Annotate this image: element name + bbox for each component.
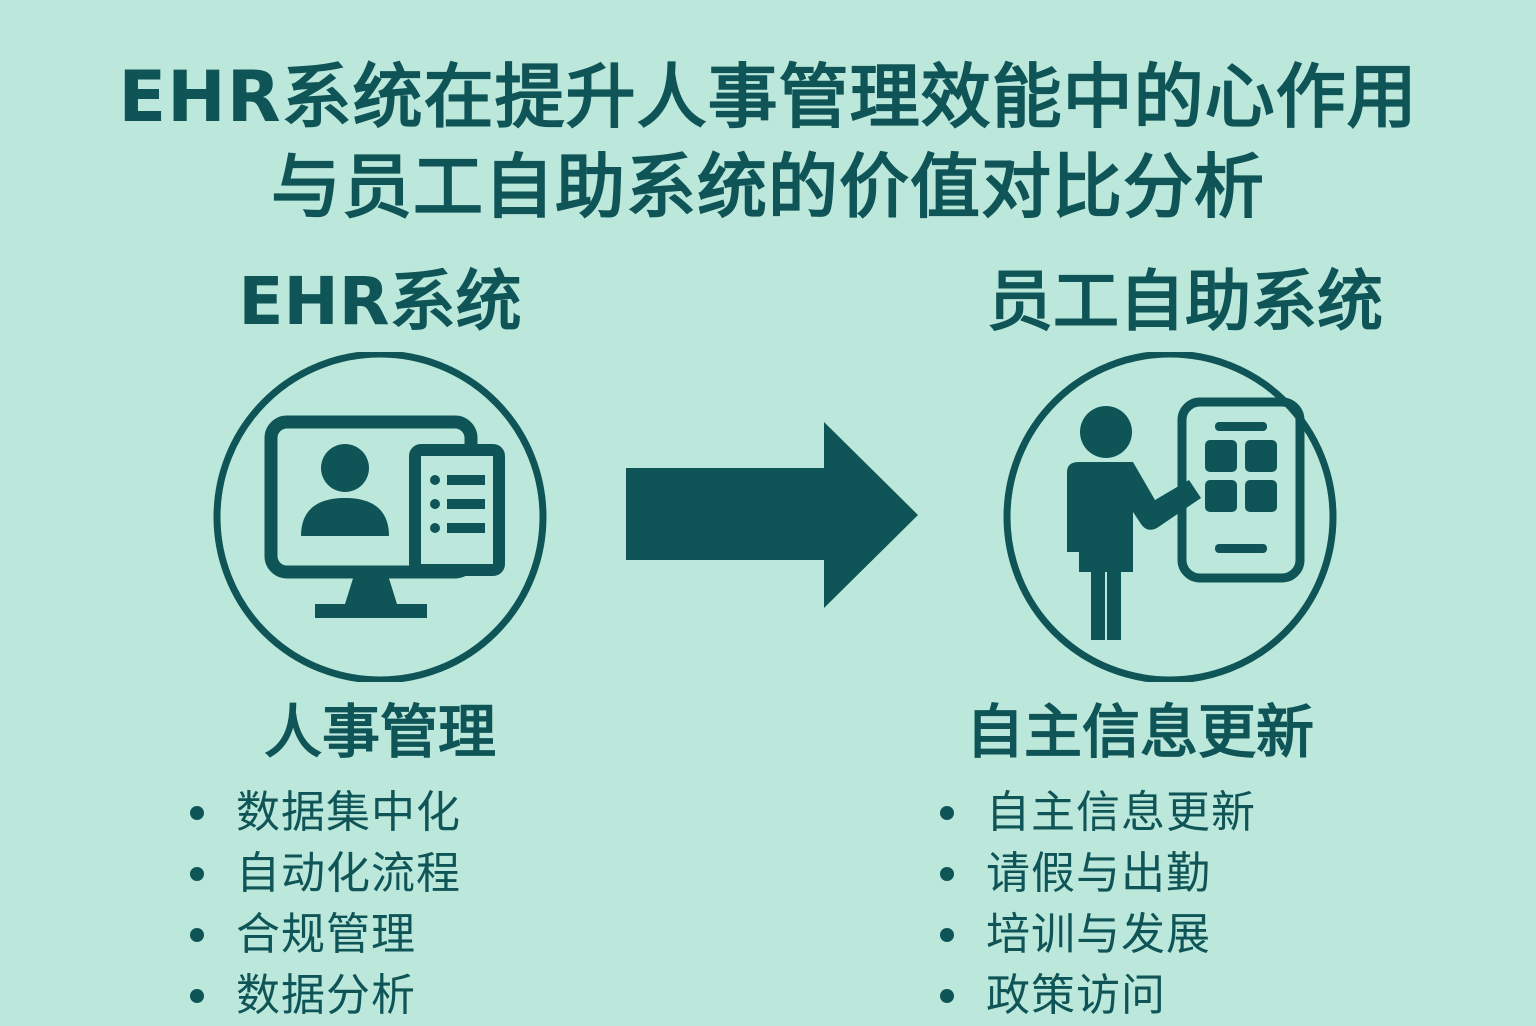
- person-icon: [1067, 406, 1201, 640]
- list-item: 请假与出勤: [940, 843, 1256, 904]
- bullet-dot: [940, 806, 954, 820]
- list-item-label: 合规管理: [236, 909, 416, 960]
- bullet-dot: [190, 928, 204, 942]
- list-item: 合规管理: [190, 904, 461, 965]
- list-item: 自动化流程: [190, 843, 461, 904]
- self-service-update-subheading: 自主信息更新: [965, 698, 1314, 766]
- list-item-label: 政策访问: [986, 970, 1166, 1021]
- bullet-dot: [940, 928, 954, 942]
- list-item: 数据分析: [190, 965, 461, 1026]
- bullet-dot: [940, 989, 954, 1003]
- bullet-dot: [190, 806, 204, 820]
- user-avatar-icon: [301, 444, 389, 536]
- tablet-icon: [1177, 397, 1305, 583]
- page-title-line-2: 与员工自助系统的价值对比分析: [271, 146, 1265, 228]
- ehr-system-heading: EHR系统: [238, 263, 522, 340]
- list-item-label: 数据集中化: [236, 787, 461, 838]
- hr-management-subheading: 人事管理: [263, 698, 496, 766]
- employee-self-service-icon: [1003, 352, 1337, 682]
- list-item-label: 请假与出勤: [986, 848, 1211, 899]
- list-item-label: 数据分析: [236, 970, 416, 1021]
- page-title-line-1: EHR系统在提升人事管理效能中的心作用: [118, 56, 1418, 138]
- ehr-circle-outline: [213, 352, 547, 682]
- document-list-icon: [409, 444, 505, 576]
- list-item: 数据集中化: [190, 782, 461, 843]
- list-item: 自主信息更新: [940, 782, 1256, 843]
- ess-circle-outline: [1003, 352, 1337, 682]
- list-item-label: 自主信息更新: [986, 787, 1256, 838]
- right-arrow-icon: [626, 422, 918, 608]
- page-title: EHR系统在提升人事管理效能中的心作用 与员工自助系统的价值对比分析: [0, 52, 1536, 232]
- list-item: 培训与发展: [940, 904, 1256, 965]
- ess-feature-list: 自主信息更新 请假与出勤 培训与发展 政策访问: [940, 782, 1256, 1026]
- list-item: 政策访问: [940, 965, 1256, 1026]
- list-item-label: 培训与发展: [986, 909, 1211, 960]
- ehr-feature-list: 数据集中化 自动化流程 合规管理 数据分析: [190, 782, 461, 1026]
- ehr-system-icon: [213, 352, 547, 682]
- employee-self-service-heading: 员工自助系统: [987, 263, 1383, 340]
- bullet-dot: [190, 989, 204, 1003]
- bullet-dot: [940, 867, 954, 881]
- list-item-label: 自动化流程: [236, 848, 461, 899]
- bullet-dot: [190, 867, 204, 881]
